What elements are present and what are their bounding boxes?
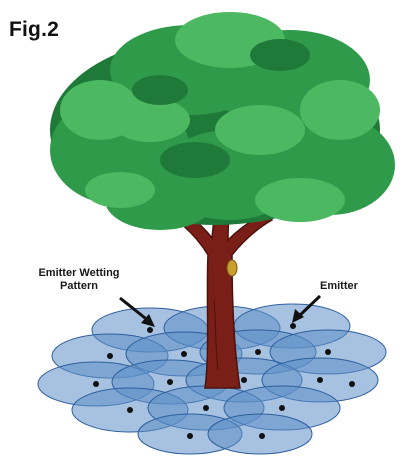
- emitter-dot: [181, 351, 187, 357]
- emitter-dot: [349, 381, 355, 387]
- emitter-dot: [241, 377, 247, 383]
- emitter-dot: [147, 327, 153, 333]
- emitter-dot: [317, 377, 323, 383]
- emitter-dot: [279, 405, 285, 411]
- emitter-dot: [290, 323, 296, 329]
- emitter-dot: [107, 353, 113, 359]
- tree-canopy: [50, 12, 395, 230]
- label-wetting-line1: Emitter Wetting: [14, 267, 144, 280]
- emitter-dot: [325, 349, 331, 355]
- emitter-dot: [127, 407, 133, 413]
- emitter-dot: [93, 381, 99, 387]
- emitter-dot: [255, 349, 261, 355]
- figure-title: Fig.2: [9, 18, 59, 42]
- emitter-dot: [259, 433, 265, 439]
- label-emitter: Emitter: [320, 280, 358, 293]
- emitter-dot: [167, 379, 173, 385]
- label-emitter-wetting-pattern: Emitter Wetting Pattern: [14, 267, 144, 293]
- emitter-dot: [187, 433, 193, 439]
- label-wetting-line2: Pattern: [14, 280, 144, 293]
- emitter-dot: [203, 405, 209, 411]
